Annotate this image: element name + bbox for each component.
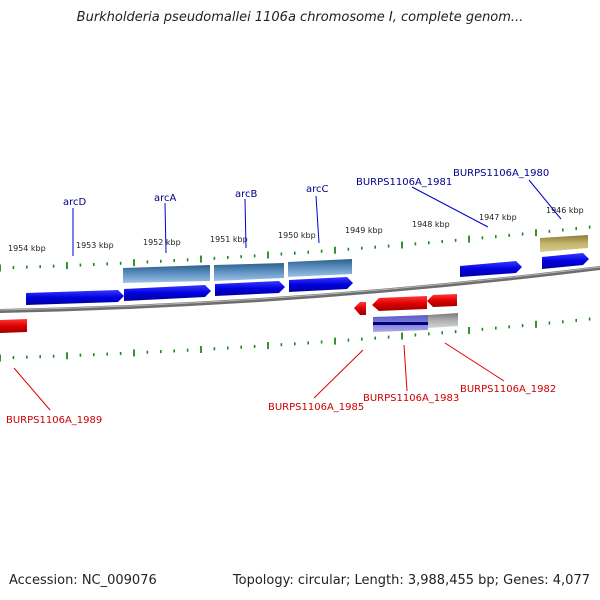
gene-feature-steel[interactable]: [123, 265, 210, 283]
tick-label-1948kbp: 1948 kbp: [412, 220, 450, 229]
gene-feature-gray[interactable]: [428, 313, 458, 328]
leader-BURPS1106A-1989: [13, 367, 51, 411]
top-tick-track: [0, 225, 591, 272]
leader-BURPS1106A-1981: [411, 186, 489, 228]
topology-text: Topology: circular; Length: 3,988,455 bp…: [232, 573, 590, 588]
feature-row-upper: [123, 235, 588, 283]
label-BURPS1106A-1983[interactable]: BURPS1106A_1983: [363, 393, 459, 404]
gene-arcD[interactable]: [26, 290, 124, 305]
leader-arcB: [244, 198, 247, 249]
label-arcB[interactable]: arcB: [235, 189, 258, 200]
leader-BURPS1106A-1983: [403, 344, 408, 392]
gene-feature-navy-band: [373, 322, 428, 325]
gene-BURPS1106A-1989[interactable]: [0, 319, 27, 333]
tick-label-1947kbp: 1947 kbp: [479, 213, 517, 222]
label-arcA[interactable]: arcA: [154, 193, 177, 204]
feature-row-lower: [373, 313, 458, 332]
leader-arcC: [315, 195, 320, 244]
tick-label-1951kbp: 1951 kbp: [210, 235, 248, 244]
tick-label-1950kbp: 1950 kbp: [278, 231, 316, 240]
label-BURPS1106A-1981[interactable]: BURPS1106A_1981: [356, 177, 452, 188]
gene-arcB[interactable]: [215, 281, 285, 296]
label-BURPS1106A-1982[interactable]: BURPS1106A_1982: [460, 384, 556, 395]
gene-arcC[interactable]: [289, 277, 353, 292]
gene-feature-olive[interactable]: [540, 235, 588, 252]
leader-BURPS1106A-1985: [313, 349, 364, 399]
tick-label-1953kbp: 1953 kbp: [76, 241, 114, 250]
tick-label-1954kbp: 1954 kbp: [8, 244, 46, 253]
tick-label-1952kbp: 1952 kbp: [143, 238, 181, 247]
chromosome-backbone-highlight: [0, 266, 600, 311]
gene-BURPS1106A-1983[interactable]: [372, 296, 427, 311]
gene-BURPS1106A-1980[interactable]: [542, 253, 589, 269]
label-BURPS1106A-1985[interactable]: BURPS1106A_1985: [268, 402, 364, 413]
leader-BURPS1106A-1980: [528, 179, 562, 220]
forward-genes: [26, 253, 589, 305]
gene-feature-steel[interactable]: [214, 263, 284, 281]
bottom-tick-track: [0, 317, 591, 362]
tick-label-1949kbp: 1949 kbp: [345, 226, 383, 235]
label-leaders: [13, 179, 562, 411]
gene-labels: arcD arcA arcB arcC BURPS1106A_1981 BURP…: [6, 168, 556, 426]
tick-label-1946kbp: 1946 kbp: [546, 206, 584, 215]
gene-arcA[interactable]: [124, 285, 211, 301]
leader-arcA: [164, 202, 167, 254]
gene-reverse-small[interactable]: [354, 302, 366, 315]
label-arcD[interactable]: arcD: [63, 197, 87, 208]
gene-feature-steel[interactable]: [288, 259, 352, 277]
reverse-genes: [0, 294, 457, 333]
map-title: Burkholderia pseudomallei 1106a chromoso…: [76, 10, 524, 25]
label-BURPS1106A-1989[interactable]: BURPS1106A_1989: [6, 415, 102, 426]
accession-text: Accession: NC_009076: [9, 573, 157, 588]
label-arcC[interactable]: arcC: [306, 184, 329, 195]
gene-BURPS1106A-1982[interactable]: [427, 294, 457, 307]
label-BURPS1106A-1980[interactable]: BURPS1106A_1980: [453, 168, 549, 179]
gene-BURPS1106A-1981[interactable]: [460, 261, 522, 277]
leader-BURPS1106A-1982: [444, 342, 505, 382]
chromosome-backbone: [0, 266, 600, 313]
